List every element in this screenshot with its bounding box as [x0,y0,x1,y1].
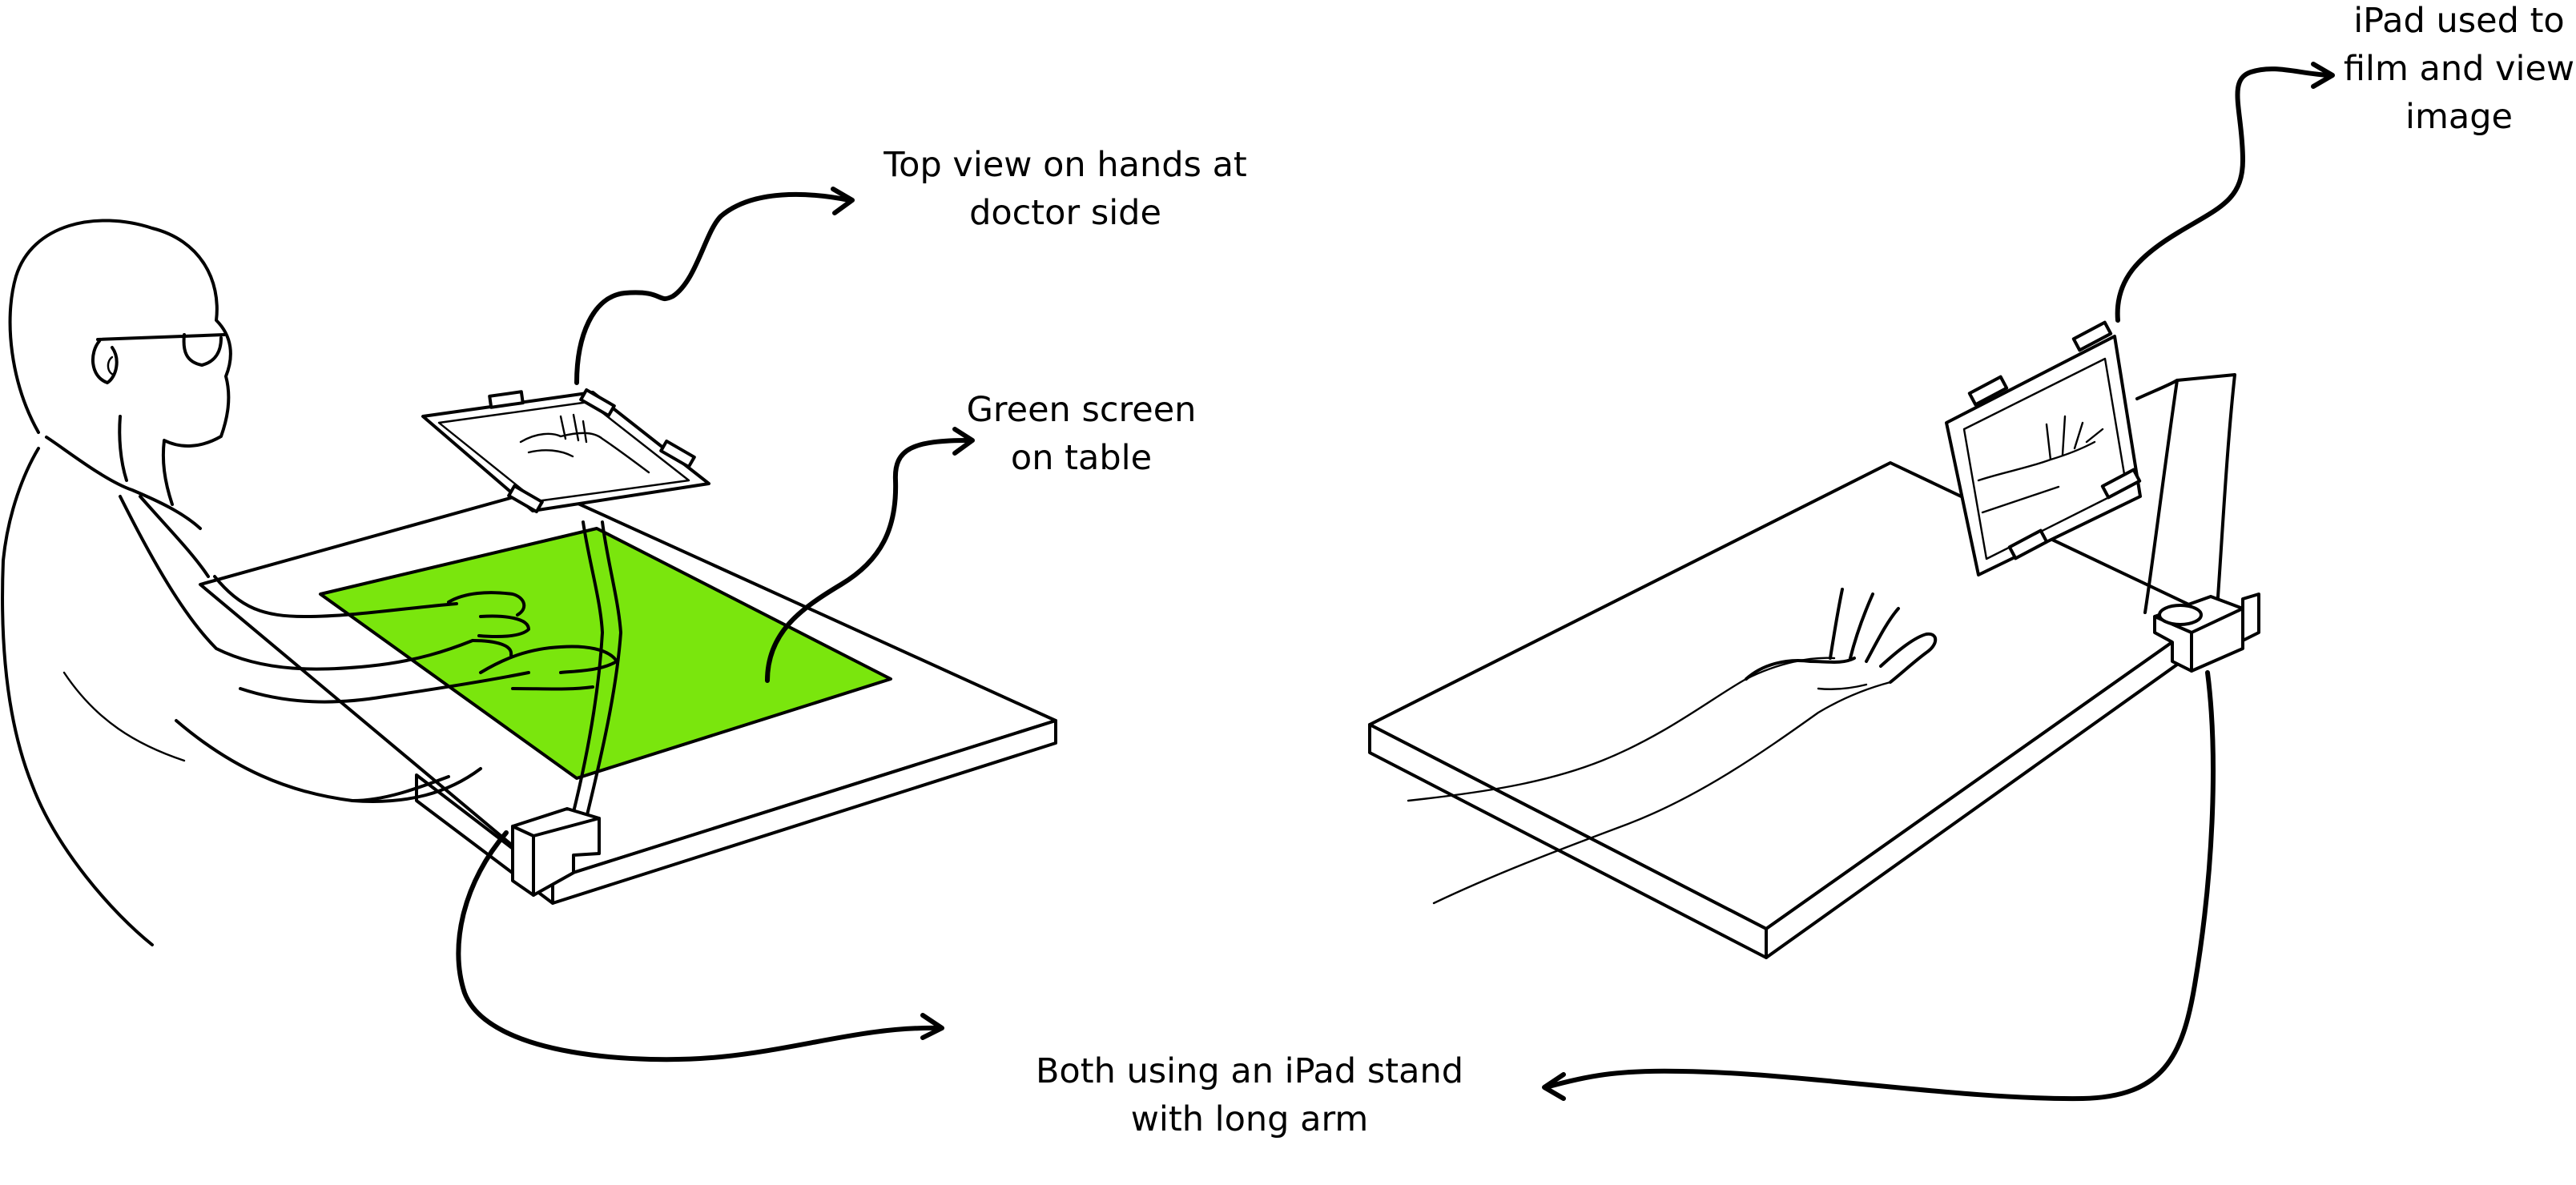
ipad-used-label: iPad used to film and view image [2323,0,2576,141]
ipad-used-label-line1: iPad used to [2353,1,2565,41]
doctor-ipad [421,388,710,514]
doctor-side-scene [1,219,1057,946]
green-screen-label: Green screen on table [961,386,1201,482]
callout-arrows [456,62,2335,1102]
patient-ipad [1945,320,2142,576]
patient-arm [1407,588,1938,905]
green-screen-label-line2: on table [1010,438,1153,478]
top-view-label-line1: Top view on hands at [883,145,1247,185]
top-view-label: Top view on hands at doctor side [857,141,1274,237]
patient-table [1368,461,2212,959]
ipad-used-label-line3: image [2405,97,2513,137]
both-using-label-line2: with long arm [1130,1099,1369,1139]
stand-left-arrow [456,830,941,1062]
patient-ipad-stand [2135,373,2260,673]
patient-side-scene [1368,320,2260,959]
doctor-ipad-stand [511,520,622,897]
top-view-arrow [574,191,851,385]
green-screen-arrow [765,438,972,683]
top-view-label-line2: doctor side [969,193,1161,233]
both-using-label-line1: Both using an iPad stand [1035,1051,1464,1091]
both-using-label: Both using an iPad stand with long arm [993,1047,1506,1143]
green-screen-label-line1: Green screen [966,390,1197,430]
stand-right-arrow [1544,670,2216,1102]
doctor-figure [1,219,618,946]
ipad-used-label-line2: film and view [2343,49,2575,89]
ipad-used-arrow [2115,66,2332,323]
